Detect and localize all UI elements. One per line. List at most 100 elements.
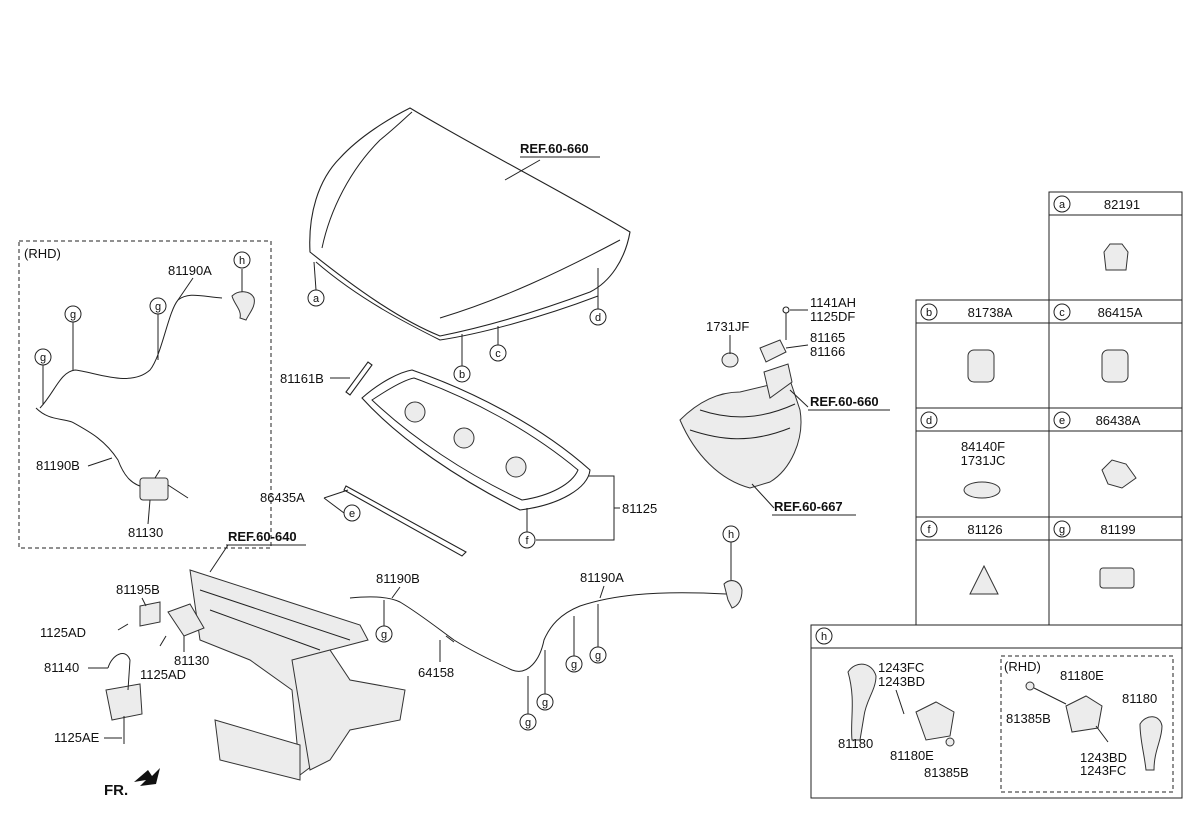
table-cell-h-frame bbox=[810, 624, 1183, 799]
leader-86435a bbox=[323, 489, 349, 499]
hood-hinge-lower bbox=[763, 363, 793, 399]
svg-text:e: e bbox=[349, 508, 355, 520]
insulator-inner-edge bbox=[371, 377, 579, 501]
svg-text:g: g bbox=[571, 659, 577, 671]
fr-label: FR. bbox=[104, 782, 128, 799]
hinge-ref-1: REF.60-660 bbox=[810, 394, 879, 409]
label-cable-81190a: 81190A bbox=[580, 570, 624, 585]
rhd-release-handle-icon bbox=[1139, 716, 1163, 771]
label-81166: 81166 bbox=[810, 344, 845, 359]
label-81161b: 81161B bbox=[280, 371, 324, 386]
svg-text:81180E: 81180E bbox=[1060, 668, 1104, 683]
safety-hook bbox=[107, 653, 131, 691]
hood-panel: REF.60-660 a b c d bbox=[307, 107, 631, 383]
table-cell-d: d 84140F 1731JC bbox=[920, 411, 1006, 499]
svg-text:f: f bbox=[927, 524, 931, 536]
label-1125ad-1: 1125AD bbox=[40, 625, 86, 640]
svg-text:g: g bbox=[381, 629, 387, 641]
svg-text:h: h bbox=[728, 529, 734, 541]
hood-ref-leader bbox=[504, 159, 541, 181]
svg-text:81180: 81180 bbox=[1122, 691, 1157, 706]
insulator-pad-1 bbox=[404, 401, 426, 423]
bumper-82191-icon bbox=[1103, 243, 1129, 271]
rhd-label-81190b: 81190B bbox=[36, 458, 80, 473]
bumper-86415a-icon bbox=[1101, 349, 1129, 383]
svg-text:81385B: 81385B bbox=[924, 765, 969, 780]
hinge-bolt-head bbox=[782, 306, 790, 314]
cable-callout-h: h bbox=[722, 525, 740, 580]
table-cell-a: a 82191 bbox=[1053, 195, 1140, 271]
svg-text:b: b bbox=[926, 307, 932, 319]
svg-text:1731JC: 1731JC bbox=[961, 453, 1006, 468]
hood-weatherstrip bbox=[343, 485, 467, 557]
table-cell-h: h 1243FC 1243BD 81180 81180E 81385B (RHD… bbox=[815, 627, 1174, 793]
svg-text:82191: 82191 bbox=[1104, 197, 1140, 212]
h-rhd-frame bbox=[1000, 655, 1174, 793]
svg-text:h: h bbox=[821, 631, 827, 643]
svg-text:f: f bbox=[525, 535, 529, 547]
radiator-support-lower bbox=[214, 719, 301, 781]
svg-text:1243FC: 1243FC bbox=[1080, 763, 1126, 778]
leader-81195b bbox=[141, 597, 147, 607]
table-cell-f: f 81126 bbox=[920, 520, 1003, 595]
radiator-support-side bbox=[291, 649, 406, 771]
hinge-cowl-structure bbox=[679, 379, 802, 489]
svg-text:g: g bbox=[525, 717, 531, 729]
rhd-callout-g1: g bbox=[149, 297, 167, 360]
cable-callout-g3: g bbox=[589, 604, 607, 664]
radiator-support-lines bbox=[199, 589, 351, 651]
rhd-label-81190a: 81190A bbox=[168, 263, 212, 278]
svg-text:81180: 81180 bbox=[838, 736, 873, 751]
svg-text:d: d bbox=[595, 312, 601, 324]
rhd-inset-title: (RHD) bbox=[24, 246, 61, 261]
hood-callout-c: c bbox=[489, 326, 507, 362]
label-81195b: 81195B bbox=[116, 582, 160, 597]
label-81140: 81140 bbox=[44, 660, 79, 675]
hood-insulator bbox=[361, 369, 591, 511]
hood-latch bbox=[167, 603, 205, 637]
svg-text:(RHD): (RHD) bbox=[1004, 659, 1041, 674]
hinge-grommet bbox=[721, 352, 739, 368]
grommet-81385b-icon bbox=[945, 737, 955, 747]
hinge-cowl-lines bbox=[689, 403, 796, 440]
svg-text:h: h bbox=[239, 255, 245, 267]
rhd-grommet-icon bbox=[1025, 681, 1035, 691]
svg-text:a: a bbox=[1059, 199, 1066, 211]
front-structure: REF.60-640 81195B 1125AD 81130 1125AD 81… bbox=[40, 529, 406, 799]
fr-arrow-icon bbox=[134, 768, 160, 786]
hood-callout-b: b bbox=[453, 334, 471, 383]
rhd-inset: (RHD) 81190A 81190B 81130 h g g bbox=[18, 240, 272, 549]
svg-text:e: e bbox=[1059, 415, 1065, 427]
svg-text:a: a bbox=[313, 293, 320, 305]
label-1141ah: 1141AH bbox=[810, 295, 856, 310]
callout-e: e bbox=[343, 504, 361, 522]
hinge-group: 1141AH 1125DF 1731JF 81165 81166 REF.60-… bbox=[679, 295, 890, 516]
hinge-ref-2: REF.60-667 bbox=[774, 499, 843, 514]
hinge-ref-1-leader bbox=[789, 389, 809, 408]
safety-hook-bracket bbox=[105, 683, 143, 721]
label-cable-81190b: 81190B bbox=[376, 571, 420, 586]
svg-text:b: b bbox=[459, 369, 465, 381]
leader-cable-81190a bbox=[599, 585, 605, 599]
cable-callout-g2: g bbox=[565, 616, 583, 673]
insulator-group: 81161B 86435A e 81125 f bbox=[260, 361, 657, 557]
rhd-release-handle bbox=[231, 291, 255, 321]
handle-bracket-81180e-icon bbox=[915, 701, 955, 741]
release-cable bbox=[349, 592, 727, 672]
hood-callout-a: a bbox=[307, 261, 325, 307]
hood-stay-rod bbox=[345, 361, 373, 396]
cable-callout-g4: g bbox=[536, 650, 554, 711]
hood-lower-edge bbox=[315, 261, 599, 341]
callout-f: f bbox=[518, 508, 536, 549]
leader-86435a-e bbox=[323, 497, 345, 514]
table-cell-g: g 81199 bbox=[1053, 520, 1136, 589]
front-bolt-1125ad-1 bbox=[117, 623, 129, 631]
cable-release-handle bbox=[723, 580, 743, 609]
label-1125ad-2: 1125AD bbox=[140, 667, 186, 682]
rhd-leader-81190a bbox=[177, 277, 194, 301]
svg-text:g: g bbox=[1059, 524, 1065, 536]
parts-table: a 82191 b 81738A c 86415A d 84140F 1731J… bbox=[810, 191, 1183, 799]
insulator-pad-3 bbox=[505, 456, 527, 478]
leader-cable-81190b bbox=[391, 586, 401, 599]
